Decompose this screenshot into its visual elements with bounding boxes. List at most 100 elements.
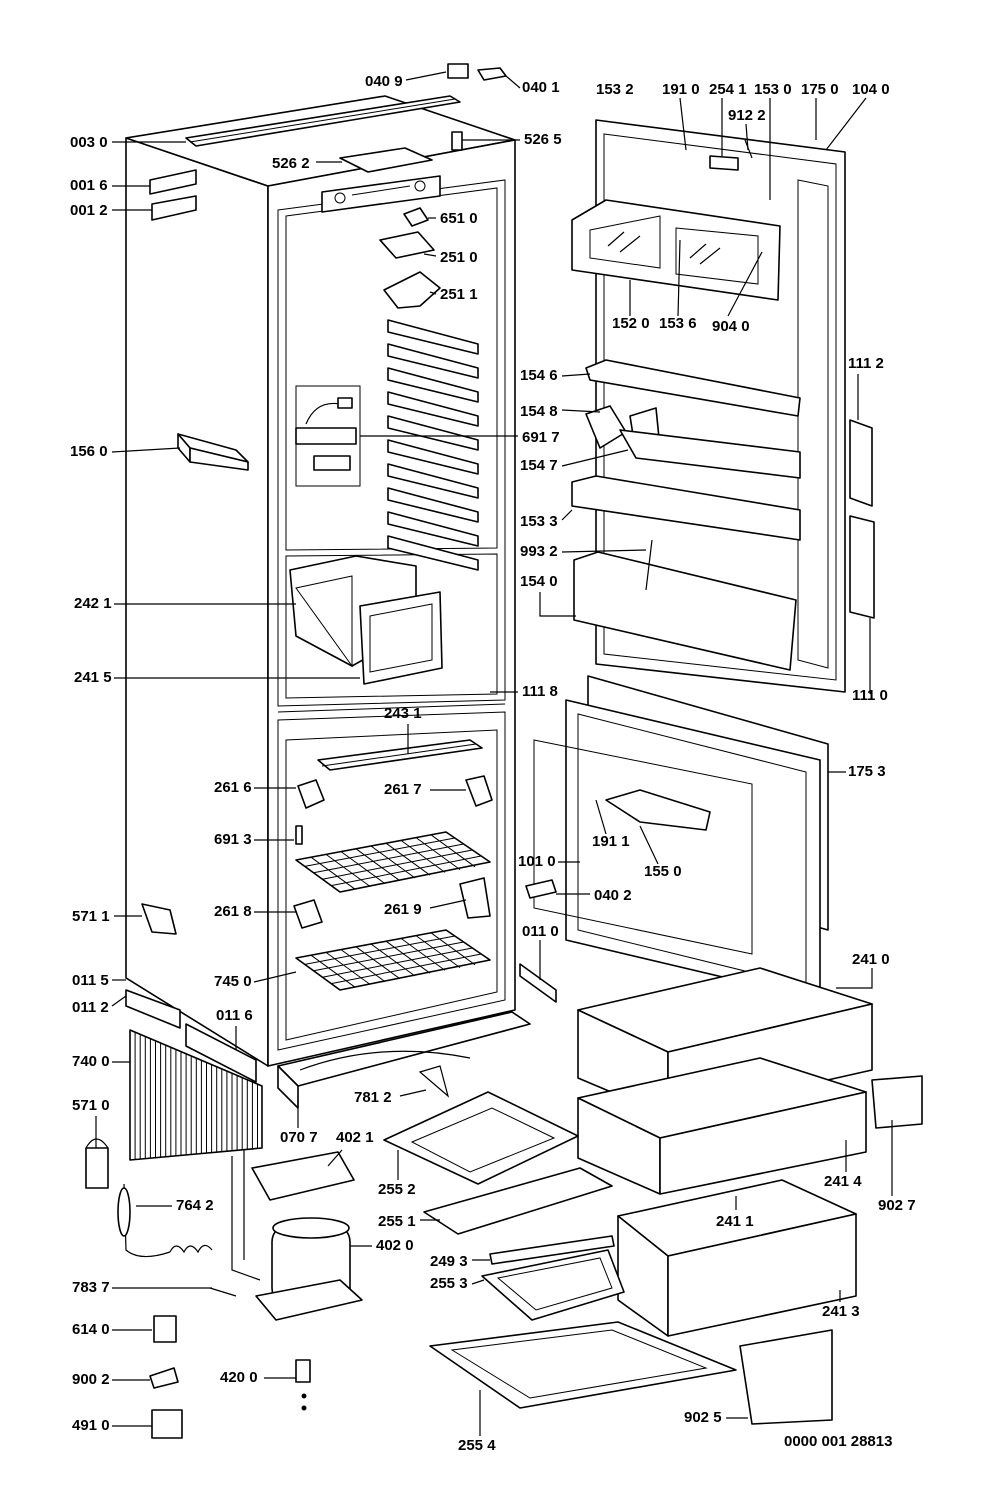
part-label-7837: 783 7 xyxy=(72,1279,110,1296)
part-label-1550: 155 0 xyxy=(644,863,682,880)
part-label-7812: 781 2 xyxy=(354,1089,392,1106)
part-label-1910: 191 0 xyxy=(662,81,700,98)
part-label-0401: 040 1 xyxy=(522,79,560,96)
leader-2619 xyxy=(429,899,467,909)
part-label-0016: 001 6 xyxy=(70,177,108,194)
glass-shelf-255-3 xyxy=(481,1249,625,1321)
document-number: 0000 001 28813 xyxy=(784,1433,892,1450)
leader-7450 xyxy=(253,971,297,983)
ice-tray xyxy=(177,433,249,471)
leader-7812 xyxy=(399,1089,427,1097)
leader-0409 xyxy=(405,71,447,81)
part-label-2553: 255 3 xyxy=(430,1275,468,1292)
door-shelf-154-7 xyxy=(585,405,801,479)
part-label-2552: 255 2 xyxy=(378,1181,416,1198)
part-label-1750: 175 0 xyxy=(801,81,839,98)
part-label-1533: 153 3 xyxy=(520,513,558,530)
leader-1550 xyxy=(639,825,659,865)
part-label-5265: 526 5 xyxy=(524,131,562,148)
leader-1536 xyxy=(677,239,681,317)
part-label-2511: 251 1 xyxy=(440,286,478,303)
fridge-shelf xyxy=(387,367,479,403)
part-label-5262: 526 2 xyxy=(272,155,310,172)
part-label-2619: 261 9 xyxy=(384,901,422,918)
leader-2511 xyxy=(429,291,437,295)
part-label-0402: 040 2 xyxy=(594,887,632,904)
lamp-cover xyxy=(379,207,441,309)
part-label-5710: 571 0 xyxy=(72,1097,110,1114)
fridge-shelf xyxy=(387,415,479,451)
part-label-7642: 764 2 xyxy=(176,1197,214,1214)
thermostat-assembly xyxy=(295,385,361,487)
part-label-0115: 011 5 xyxy=(72,972,109,989)
part-label-2541: 254 1 xyxy=(709,81,747,98)
part-label-9932: 993 2 xyxy=(520,543,558,560)
part-label-0112: 011 2 xyxy=(72,999,109,1016)
leader-1560 xyxy=(111,447,181,453)
leader-1540 xyxy=(539,592,576,617)
leader-2553 xyxy=(471,1279,485,1285)
door-shelf-154-6 xyxy=(585,359,801,417)
glass-shelf-255-2 xyxy=(383,1091,579,1185)
fridge-shelf xyxy=(387,487,479,523)
leader-9122 xyxy=(745,123,749,151)
part-label-0409: 040 9 xyxy=(365,73,403,90)
bracket-571-1 xyxy=(141,903,177,935)
control-panel xyxy=(321,147,441,213)
leader-1910 xyxy=(679,97,687,151)
part-label-0707: 070 7 xyxy=(280,1129,318,1146)
fridge-shelf xyxy=(387,343,479,379)
capillary-764-2 xyxy=(117,1183,213,1258)
leader-9932 xyxy=(561,549,647,553)
crisper-drawer xyxy=(289,555,443,685)
drawer-241-1 xyxy=(617,1179,857,1337)
cover-902-7 xyxy=(871,1075,923,1129)
part-label-4021: 402 1 xyxy=(336,1129,374,1146)
relay-571-0 xyxy=(85,1138,109,1189)
part-label-6913: 691 3 xyxy=(214,831,252,848)
part-491-0 xyxy=(151,1409,183,1439)
part-label-4910: 491 0 xyxy=(72,1417,110,1434)
leader-0401 xyxy=(505,75,521,89)
part-label-4200: 420 0 xyxy=(220,1369,258,1386)
part-label-1040: 104 0 xyxy=(852,81,890,98)
part-label-6510: 651 0 xyxy=(440,210,478,227)
part-label-0030: 003 0 xyxy=(70,134,108,151)
hinge-001-6 xyxy=(149,169,197,221)
part-label-2415: 241 5 xyxy=(74,669,112,686)
part-label-1536: 153 6 xyxy=(659,315,697,332)
part-label-5711: 571 1 xyxy=(72,908,110,925)
part-label-1532: 153 2 xyxy=(596,81,634,98)
part-label-2431: 243 1 xyxy=(384,705,422,722)
leader-1040 xyxy=(825,97,867,151)
trim-249-3 xyxy=(489,1235,615,1265)
glass-shelf-255-1 xyxy=(423,1167,613,1235)
compressor-402-0 xyxy=(231,1150,363,1321)
freezer-grids xyxy=(295,831,491,991)
part-900-2 xyxy=(149,1367,179,1389)
leader-1548 xyxy=(561,409,601,413)
part-420-0 xyxy=(295,1359,311,1411)
part-label-2410: 241 0 xyxy=(852,951,890,968)
drawer-241-4 xyxy=(577,1057,867,1195)
part-label-1118: 111 8 xyxy=(522,683,558,700)
fridge-shelf xyxy=(387,511,479,547)
fridge-shelf xyxy=(387,463,479,499)
leader-2410 xyxy=(836,968,873,989)
cover-902-5 xyxy=(739,1329,833,1425)
part-label-1911: 191 1 xyxy=(592,833,630,850)
part-label-2411: 241 1 xyxy=(716,1213,754,1230)
part-label-1547: 154 7 xyxy=(520,457,558,474)
leader-lines xyxy=(95,71,893,1436)
part-label-1753: 175 3 xyxy=(848,763,886,780)
part-label-6917: 691 7 xyxy=(522,429,560,446)
part-label-2617: 261 7 xyxy=(384,781,422,798)
leader-2510 xyxy=(423,253,437,257)
drain-tube xyxy=(299,1050,471,1098)
leader-1546 xyxy=(561,373,591,377)
fridge-shelf-stack xyxy=(387,319,479,571)
leader-4021 xyxy=(327,1149,343,1167)
part-label-0110: 011 0 xyxy=(522,923,559,940)
